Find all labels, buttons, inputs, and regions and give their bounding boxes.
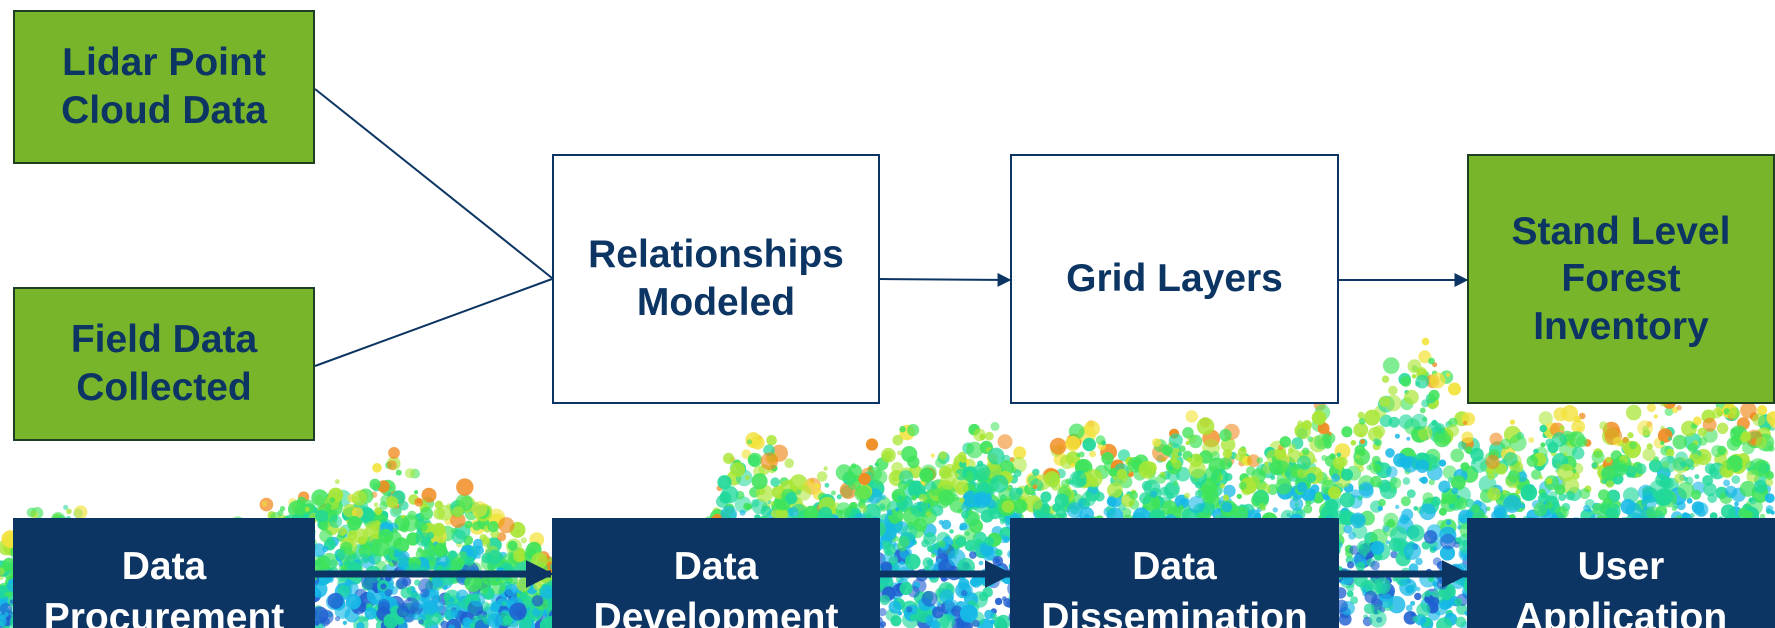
- canopy-point: [1664, 407, 1674, 416]
- canopy-point: [830, 490, 836, 496]
- canopy-point: [356, 622, 365, 628]
- canopy-point: [1439, 545, 1456, 561]
- canopy-point: [1625, 404, 1642, 421]
- canopy-point: [1672, 434, 1688, 450]
- canopy-point: [1353, 422, 1369, 438]
- canopy-point: [1385, 540, 1390, 545]
- canopy-point: [1646, 403, 1656, 413]
- canopy-point: [1350, 596, 1359, 605]
- canopy-point: [279, 506, 286, 512]
- canopy-point: [1405, 604, 1413, 612]
- canopy-point: [824, 482, 830, 488]
- canopy-point: [892, 434, 904, 446]
- canopy-point: [1040, 491, 1052, 503]
- canopy-point: [1442, 465, 1457, 480]
- canopy-point: [1531, 469, 1542, 480]
- canopy-point: [507, 540, 518, 551]
- canopy-point: [1303, 504, 1313, 514]
- canopy-point: [1013, 446, 1027, 460]
- canopy-point: [1418, 350, 1432, 364]
- canopy-point: [1665, 448, 1675, 458]
- canopy-point: [1538, 475, 1544, 480]
- canopy-point: [836, 494, 842, 500]
- canopy-point: [1414, 592, 1422, 601]
- canopy-point: [1448, 382, 1461, 396]
- canopy-point: [311, 543, 326, 558]
- canopy-point: [1156, 474, 1166, 484]
- canopy-point: [1419, 407, 1426, 414]
- canopy-point: [1415, 557, 1423, 566]
- canopy-point: [1377, 505, 1384, 512]
- canopy-point: [717, 475, 732, 490]
- canopy-point: [1579, 488, 1591, 500]
- canopy-point: [930, 453, 935, 458]
- canopy-point: [1343, 524, 1353, 534]
- canopy-point: [66, 508, 72, 515]
- canopy-point: [1716, 422, 1729, 434]
- canopy-point: [63, 504, 69, 510]
- canopy-point: [1759, 513, 1766, 520]
